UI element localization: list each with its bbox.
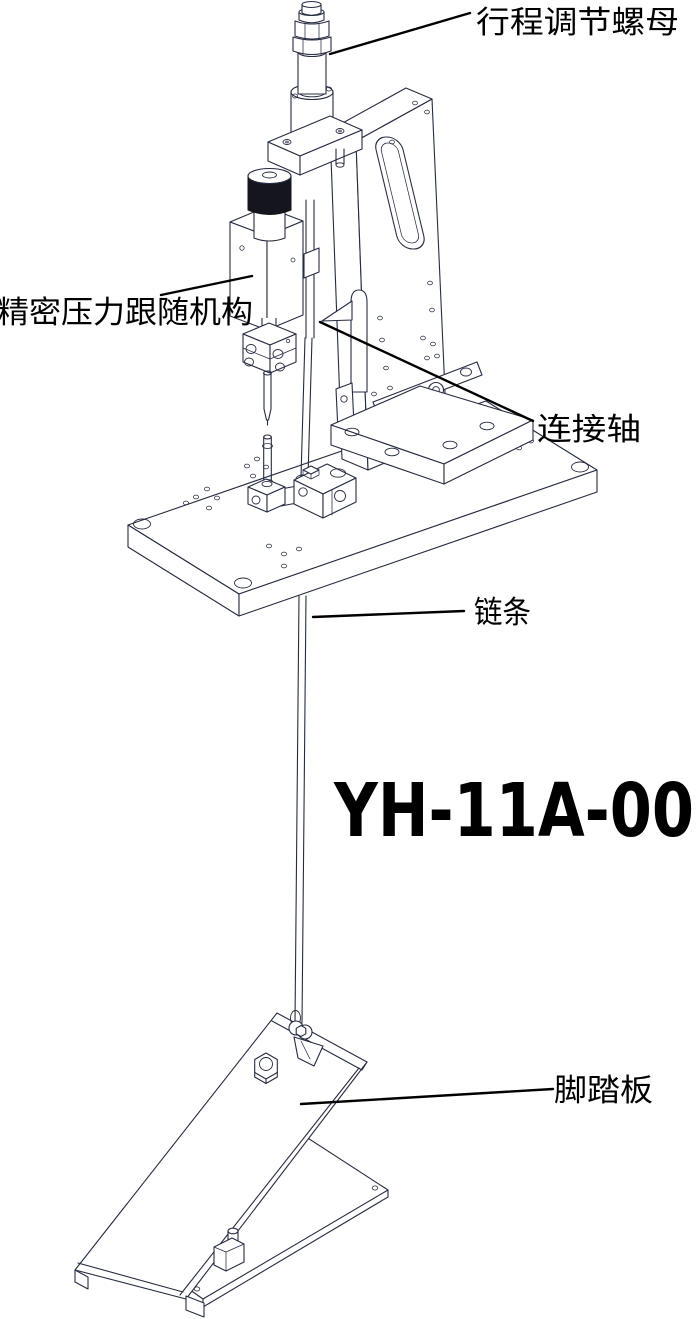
column-foot-brackets <box>330 361 534 485</box>
model-number: YH-11A-00 <box>333 768 694 854</box>
stroke-adjustment-nut <box>292 0 332 56</box>
leader-foot-pedal <box>299 1087 555 1106</box>
press-column <box>329 87 448 471</box>
label-foot-pedal: 脚踏板 <box>554 1073 653 1109</box>
label-stroke-adjust-nut: 行程调节螺母 <box>476 5 679 41</box>
clamp-block-assembly <box>242 318 297 374</box>
label-connecting-shaft: 连接轴 <box>537 412 641 448</box>
label-chain: 链条 <box>474 595 531 631</box>
leader-stroke-adjust-nut <box>328 11 472 56</box>
pedal-hinge-stop <box>213 1227 245 1272</box>
chain-lower <box>294 595 307 1024</box>
chain-upper <box>300 337 313 478</box>
column-window-cutout <box>375 136 425 250</box>
leader-connecting-shaft <box>318 320 535 423</box>
leader-pressure-follower <box>159 274 254 297</box>
knurled-knob <box>247 167 292 215</box>
connecting-shaft <box>303 199 320 339</box>
fixture-blocks <box>247 463 357 519</box>
pedal-plate <box>74 1012 368 1318</box>
chain-anchor-shackle <box>288 1010 324 1067</box>
cylinder-mounting-plate <box>267 115 363 176</box>
foot-pedal-assembly <box>74 1010 389 1318</box>
leader-lines <box>159 11 555 1106</box>
press-needle <box>263 370 272 426</box>
leader-chain <box>311 609 466 619</box>
label-pressure-follower: 精密压力跟随机构 <box>0 295 253 331</box>
ram-and-adjustment-assembly <box>267 0 363 176</box>
pedal-hex-bolt <box>254 1052 278 1085</box>
